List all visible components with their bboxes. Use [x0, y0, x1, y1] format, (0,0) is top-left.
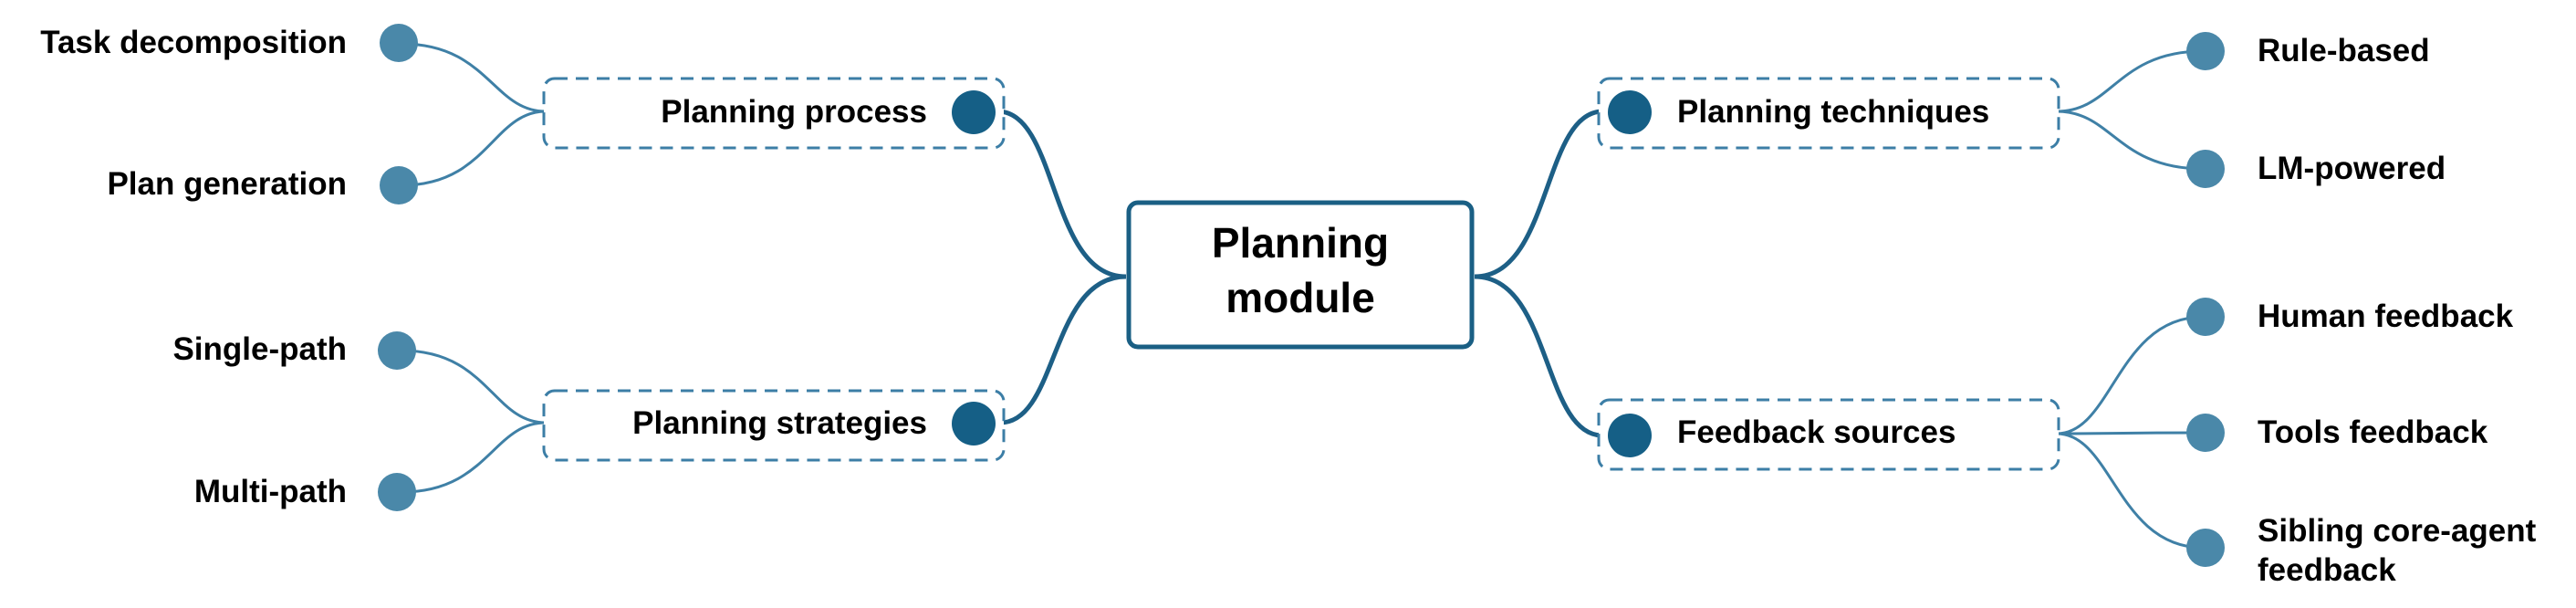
sibling-feedback-node: [2186, 529, 2225, 567]
center-title-line2: module: [1225, 274, 1375, 321]
connector-techniques-to-lm-powered: [2056, 110, 2205, 171]
branch-box-planning-strategies: [542, 389, 1006, 462]
connector-feedback-to-human-feedback: [2056, 315, 2205, 435]
single-path-label: Single-path: [172, 331, 347, 367]
task-decomposition-label: Task decomposition: [40, 25, 347, 60]
human-feedback-label: Human feedback: [2258, 299, 2514, 334]
planning-strategies-label: Planning strategies: [632, 405, 927, 441]
rule-based-node: [2186, 32, 2225, 70]
multi-path-node: [378, 473, 416, 511]
planning-process-label: Planning process: [661, 94, 927, 130]
connector-center-to-planning-strategies: [998, 274, 1127, 425]
connector-feedback-to-sibling-feedback: [2056, 432, 2205, 550]
connector-center-to-feedback-sources: [1474, 274, 1602, 438]
center-title-line1: Planning: [1212, 219, 1389, 267]
planning-techniques-label: Planning techniques: [1677, 94, 1989, 130]
branch-box-planning-process: [542, 77, 1006, 150]
task-decomposition-node: [380, 24, 418, 62]
lm-powered-label: LM-powered: [2258, 151, 2446, 186]
plan-generation-label: Plan generation: [107, 166, 347, 202]
tools-feedback-node: [2186, 414, 2225, 452]
connector-feedback-to-tools-feedback: [2056, 431, 2205, 435]
tools-feedback-label: Tools feedback: [2258, 414, 2488, 450]
branch-box-feedback-sources: [1597, 398, 2060, 471]
plan-generation-node: [380, 166, 418, 204]
planning-strategies-node: [952, 402, 996, 446]
sibling-feedback-label-line1: Sibling core-agent: [2258, 513, 2537, 549]
connector-process-to-plan-generation: [401, 110, 547, 187]
connector-center-to-planning-process: [998, 109, 1127, 279]
connector-center-to-planning-techniques: [1474, 109, 1602, 279]
feedback-sources-node: [1608, 414, 1652, 457]
connector-techniques-to-rule-based: [2056, 49, 2205, 113]
planning-process-node: [952, 90, 996, 134]
feedback-sources-label: Feedback sources: [1677, 414, 1955, 450]
branch-box-planning-techniques: [1597, 77, 2060, 150]
planning-techniques-node: [1608, 90, 1652, 134]
rule-based-label: Rule-based: [2258, 33, 2430, 68]
sibling-feedback-label-line2: feedback: [2258, 552, 2396, 588]
lm-powered-node: [2186, 150, 2225, 188]
connector-strategies-to-single-path: [401, 349, 547, 425]
human-feedback-node: [2186, 298, 2225, 336]
connector-process-to-task-decomposition: [401, 42, 547, 113]
center-box: [1126, 200, 1475, 350]
connector-strategies-to-multi-path: [401, 421, 547, 494]
single-path-node: [378, 331, 416, 370]
multi-path-label: Multi-path: [194, 474, 347, 509]
